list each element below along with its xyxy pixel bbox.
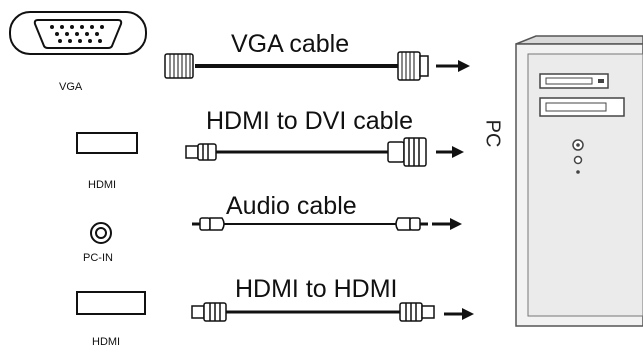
hdmi-port-icon [76,132,138,154]
arrow-right-icon [444,308,474,320]
arrow-right-icon [432,218,462,230]
hdmi-port-icon [76,291,146,315]
hdmi-port-label: HDMI [92,336,121,348]
hdmi-dvi-cable-icon [185,137,427,167]
audio-cable-label: Audio cable [226,192,357,220]
audio-jack-icon [90,222,112,244]
vga-cable-label: VGA cable [231,30,350,58]
hdmi-hdmi-cable-label: HDMI to HDMI [235,275,398,303]
hdmi-dvi-cable-label: HDMI to DVI cable [206,107,414,135]
arrow-right-icon [436,60,470,72]
vga-port-icon [9,11,147,55]
vga-cable-icon [164,51,429,81]
pc-tower-icon [515,35,643,327]
arrow-right-icon [436,146,464,158]
pc-label: PC [481,119,504,148]
hdmi-hdmi-cable-icon [191,302,435,322]
pc-in-port-label: PC-IN [83,252,113,264]
vga-port-label: VGA [59,81,83,93]
hdmi-port-label: HDMI [88,179,117,191]
audio-cable-icon [192,217,428,231]
